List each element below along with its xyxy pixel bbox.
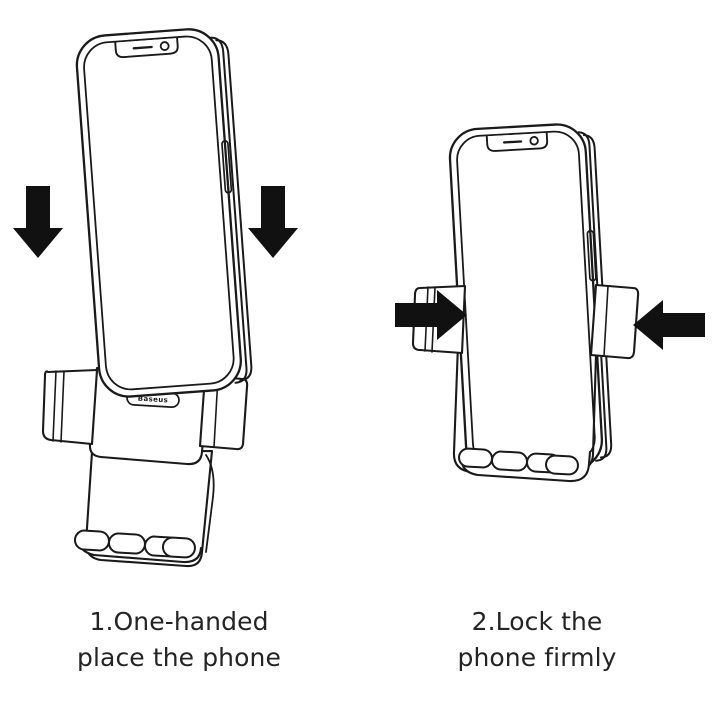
step-1-caption-line-1: 1.One-handed: [89, 607, 269, 636]
step-1-panel: Baseus: [0, 28, 358, 675]
roller-2: [491, 450, 528, 472]
step-1-arrow-left: [13, 186, 63, 258]
roller-4: [545, 454, 579, 476]
step-2-panel: 2.Lock the phone firmly: [358, 0, 716, 716]
phone-depth-outline-mid: [210, 36, 248, 384]
front-camera-lens: [529, 136, 539, 146]
step-1-caption: 1.One-handed place the phone: [0, 604, 358, 675]
roller-1: [73, 529, 110, 552]
phone-device-1: [75, 28, 253, 398]
mount-assembly-2: [411, 283, 640, 483]
mount-bottom-rollers: [73, 529, 196, 559]
grip-arm-right-2: [589, 283, 640, 360]
side-power-button: [586, 229, 597, 282]
phone-device-2: [448, 123, 613, 475]
grip-arm-right-edge-a: [603, 285, 609, 357]
roller-4: [161, 536, 196, 559]
step-1-arrow-right: [248, 186, 298, 258]
step-2-caption-line-1: 2.Lock the: [471, 607, 603, 636]
step-2-caption: 2.Lock the phone firmly: [358, 604, 716, 675]
grip-arm-right-body: [589, 283, 640, 360]
step-2-arrow-right: [633, 300, 705, 350]
phone-body: [75, 28, 242, 398]
grip-arm-left-edge-b: [60, 370, 65, 443]
mount-assembly-1: Baseus: [41, 366, 249, 568]
side-power-button: [221, 140, 233, 194]
brand-label: Baseus: [137, 395, 168, 405]
roller-1: [458, 447, 493, 469]
earpiece-speaker-slot: [132, 45, 153, 50]
step-2-caption-line-2: phone firmly: [457, 642, 617, 672]
mount-bottom-rollers: [458, 447, 579, 476]
step-1-caption-line-2: place the phone: [77, 642, 281, 672]
grip-arm-left-body: [41, 368, 99, 446]
phone-screen-bezel: [83, 35, 235, 391]
step-2-illustration: [395, 123, 705, 483]
grip-arm-left-1: [41, 368, 99, 446]
front-camera-lens: [159, 41, 170, 51]
roller-2: [107, 532, 146, 555]
step-2-arrow-left: [395, 290, 467, 340]
grip-arm-left-edge-a: [52, 370, 57, 442]
step-1-illustration: Baseus: [13, 28, 298, 568]
earpiece-speaker-slot: [503, 140, 523, 144]
phone-depth-outline-outer: [215, 39, 253, 382]
mount-side-contour: [205, 454, 215, 553]
